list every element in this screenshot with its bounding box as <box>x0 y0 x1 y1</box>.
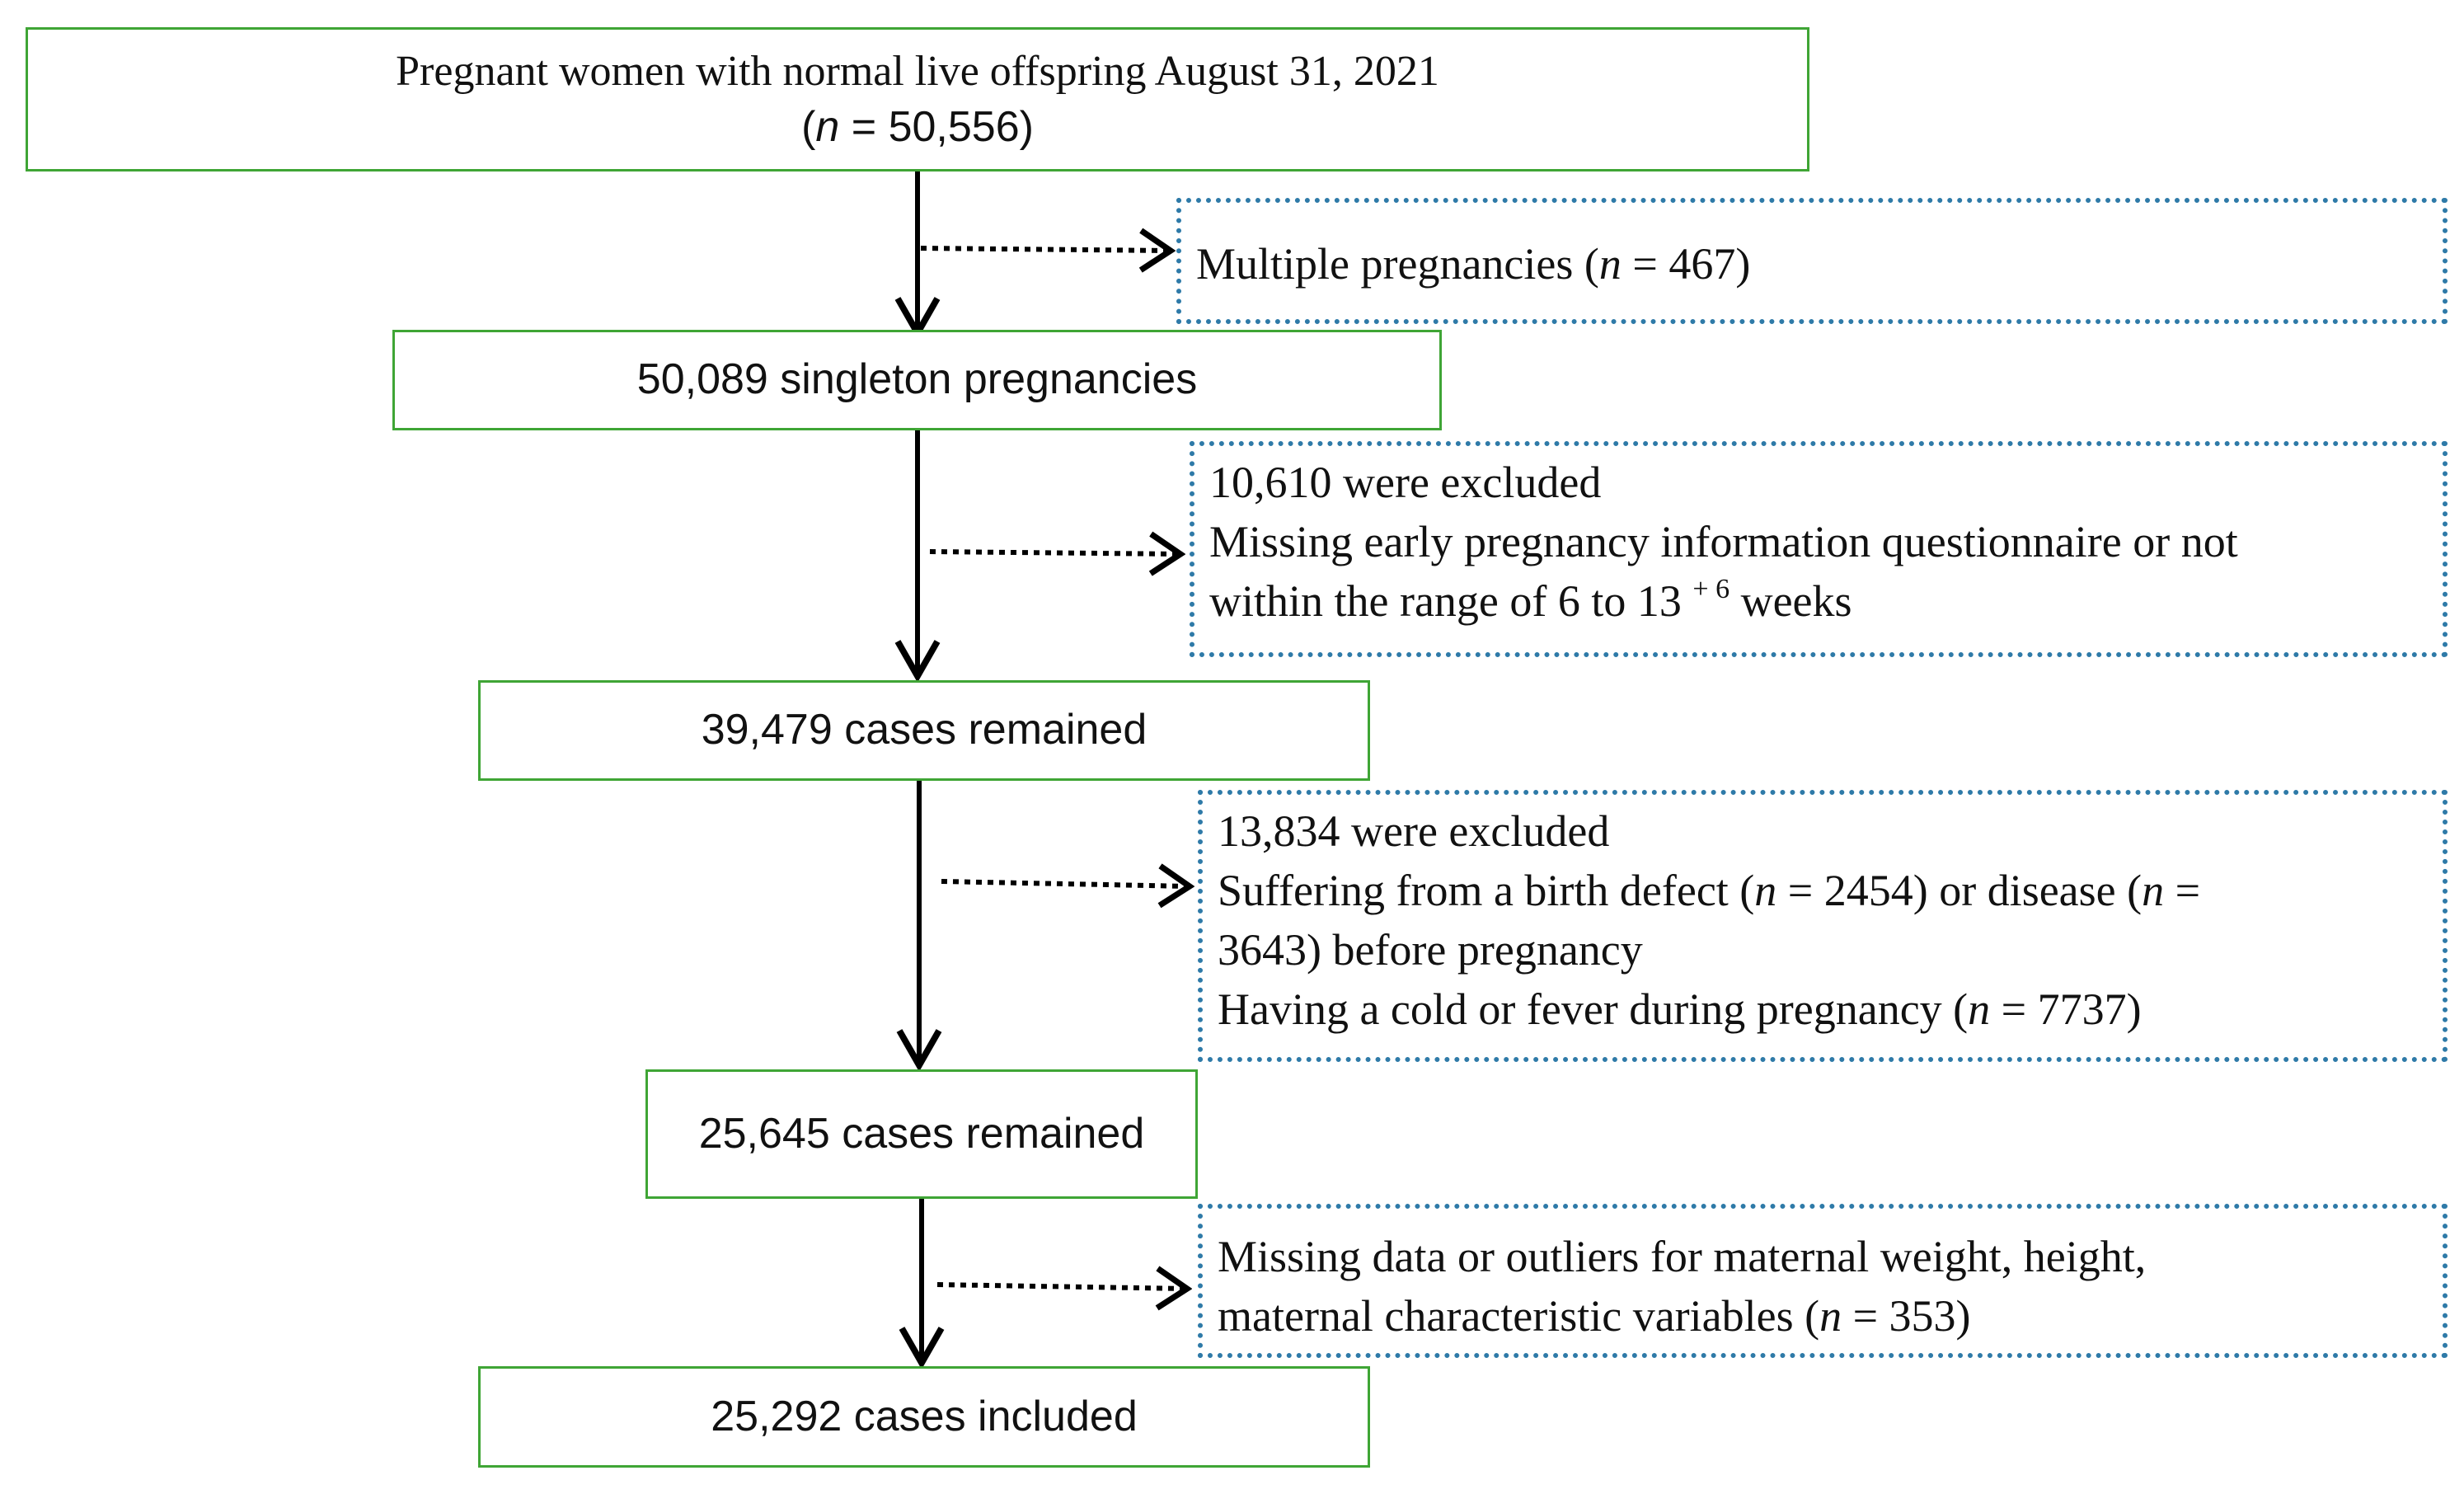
exclusion-3-reason-2: Having a cold or fever during pregnancy … <box>1218 984 2142 1034</box>
box-start-count: (n = 50,556) <box>801 102 1034 151</box>
box-included-text: 25,292 cases included <box>711 1392 1138 1440</box>
exclusion-3-reason-1: Suffering from a birth defect (n = 2454)… <box>1218 866 2201 915</box>
box-singleton: 50,089 singleton pregnancies <box>392 330 1442 430</box>
exclusion-box-1: Multiple pregnancies (n = 467) <box>1176 198 2448 324</box>
box-remained-2: 25,645 cases remained <box>645 1069 1198 1199</box>
exclusion-2-reason: Missing early pregnancy information ques… <box>1209 517 2238 566</box>
exclusion-arrow-3 <box>941 881 1190 886</box>
exclusion-2-heading: 10,610 were excluded <box>1209 458 1602 507</box>
exclusion-4-reason-cont: maternal characteristic variables (n = 3… <box>1218 1291 1971 1341</box>
exclusion-2-range: within the range of 6 to 13 + 6 weeks <box>1209 574 1852 627</box>
exclusion-box-4: Missing data or outliers for maternal we… <box>1198 1204 2448 1358</box>
box-singleton-text: 50,089 singleton pregnancies <box>636 355 1198 404</box>
box-included: 25,292 cases included <box>478 1366 1370 1468</box>
box-remained-2-text: 25,645 cases remained <box>698 1109 1145 1158</box>
exclusion-3-heading: 13,834 were excluded <box>1218 806 1610 856</box>
box-start: Pregnant women with normal live offsprin… <box>26 27 1809 171</box>
exclusion-1-text: Multiple pregnancies (n = 467) <box>1196 239 1751 289</box>
exclusion-4-reason: Missing data or outliers for maternal we… <box>1218 1232 2147 1281</box>
box-remained-1-text: 39,479 cases remained <box>701 706 1148 754</box>
box-remained-1: 39,479 cases remained <box>478 680 1370 781</box>
exclusion-arrow-1 <box>920 248 1171 251</box>
exclusion-box-3: 13,834 were excluded Suffering from a bi… <box>1198 790 2448 1062</box>
box-start-title: Pregnant women with normal live offsprin… <box>396 47 1439 95</box>
exclusion-arrow-2 <box>929 552 1180 554</box>
exclusion-arrow-4 <box>936 1285 1187 1289</box>
exclusion-3-reason-1-cont: 3643) before pregnancy <box>1218 925 1643 975</box>
exclusion-box-2: 10,610 were excluded Missing early pregn… <box>1190 441 2448 657</box>
